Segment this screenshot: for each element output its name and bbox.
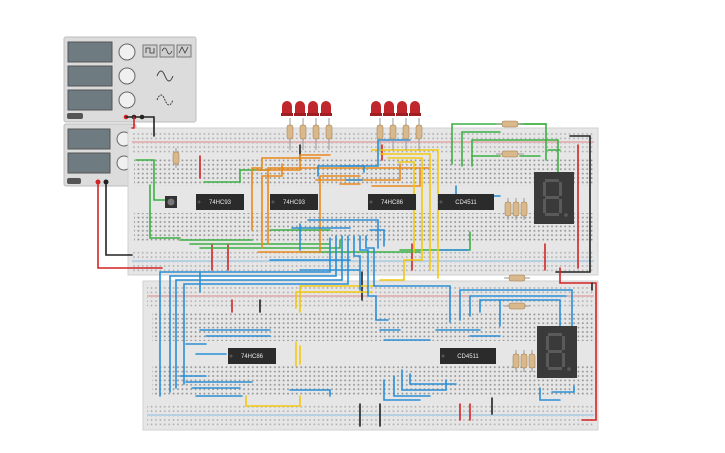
knob-icon[interactable] (118, 67, 136, 85)
resistor-icon (496, 120, 524, 128)
chip-label: 74HC93 (283, 200, 306, 206)
resistor-icon (402, 118, 410, 150)
ic-chip-bottom-1[interactable]: 74HC86 (228, 348, 276, 364)
ic-chip-top-4[interactable]: CD4511 (438, 194, 494, 210)
resistor-icon (415, 118, 423, 150)
led-icon (294, 101, 306, 116)
waveform-graphic (156, 70, 174, 82)
resistor-icon (504, 274, 530, 282)
ic-chip-top-3[interactable]: 74HC86 (368, 194, 416, 210)
function-generator[interactable] (63, 36, 197, 123)
ic-chip-top-1[interactable]: 74HC93 (196, 194, 244, 210)
power-wires[interactable] (97, 116, 597, 427)
pushbutton-icon[interactable] (165, 196, 177, 208)
ic-chip-bottom-2[interactable]: CD4511 (440, 348, 496, 364)
chip-label: 74HC86 (241, 354, 264, 360)
chip-label: 74HC93 (209, 200, 232, 206)
seven-segment-display-icon[interactable]: 8. (0, 0, 574, 224)
resistors[interactable] (172, 118, 536, 372)
resistor-icon (299, 118, 307, 150)
resistor-icon (172, 148, 180, 168)
resistor-icon (376, 118, 384, 150)
resistor-icon (528, 350, 536, 372)
yellow-wires[interactable] (245, 149, 439, 407)
power-switch[interactable] (67, 178, 81, 184)
led-icon (281, 101, 293, 116)
power-supply[interactable] (63, 123, 137, 187)
chip-label: CD4511 (455, 200, 477, 206)
led-icon (320, 101, 332, 116)
resistor-icon (389, 118, 397, 150)
seven-segment-display-icon[interactable]: 8. (0, 0, 577, 378)
resistor-icon (512, 350, 520, 372)
led-icon (396, 101, 408, 116)
resistor-icon (312, 118, 320, 150)
chip-label: 74HC86 (381, 200, 404, 206)
knob-icon[interactable] (118, 43, 136, 61)
resistor-icon (504, 198, 512, 220)
blue-wires[interactable] (159, 139, 575, 401)
led-icon (370, 101, 382, 116)
power-switch[interactable] (67, 113, 83, 119)
resistor-icon (325, 118, 333, 150)
resistor-icon (496, 150, 524, 158)
resistor-icon (520, 350, 528, 372)
orange-wires[interactable] (251, 154, 431, 253)
resistor-icon (504, 302, 530, 310)
knob-icon[interactable] (118, 91, 136, 109)
resistor-icon (520, 198, 528, 220)
leds[interactable] (281, 101, 421, 116)
led-icon (409, 101, 421, 116)
led-icon (383, 101, 395, 116)
ic-chip-top-2[interactable]: 74HC93 (270, 194, 318, 210)
led-icon (307, 101, 319, 116)
resistor-icon (512, 198, 520, 220)
resistor-icon (286, 118, 294, 150)
chip-label: CD4511 (457, 354, 479, 360)
